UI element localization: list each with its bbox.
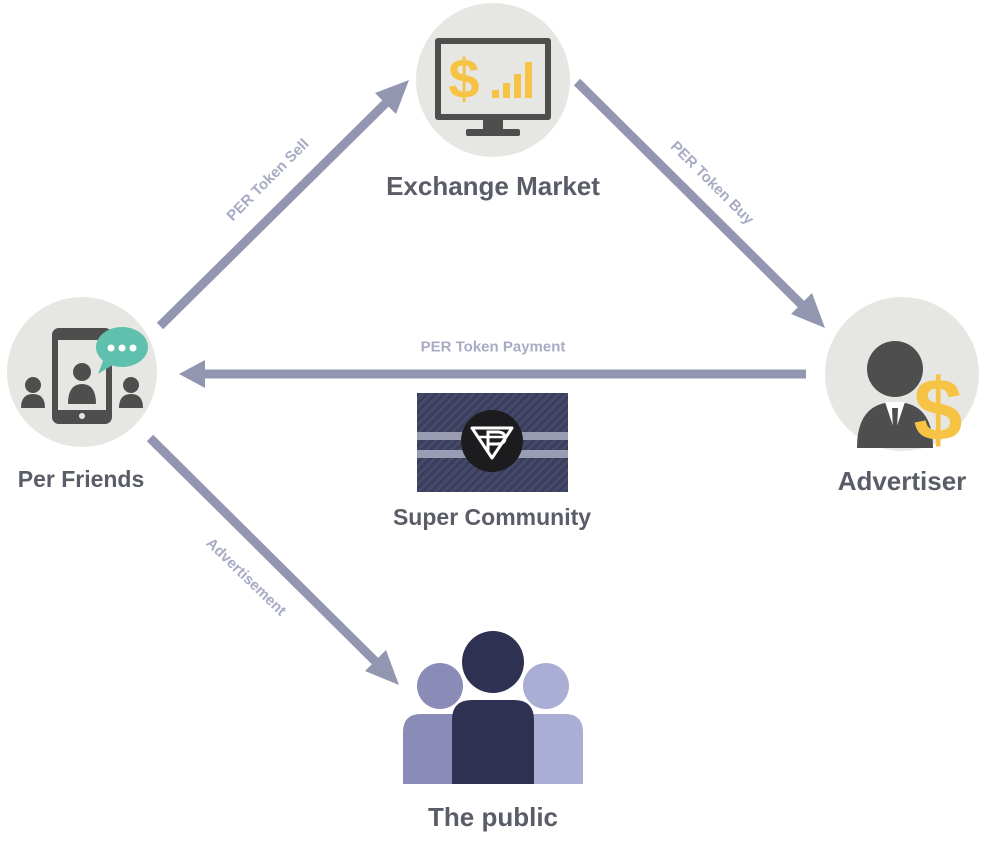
node-label-advertiser: Advertiser: [837, 466, 967, 496]
edge-label-token-payment: PER Token Payment: [420, 338, 566, 356]
diamond-p-logo: [417, 393, 568, 492]
node-label-exchange-market: Exchange Market: [386, 171, 600, 201]
arrow-token-sell: [156, 80, 409, 330]
arrow-token-payment: [179, 360, 806, 388]
monitor-dollar-chart-icon: $: [416, 3, 570, 157]
people-group-icon: [403, 631, 583, 784]
node-label-the-public: The public: [428, 802, 558, 832]
svg-text:$: $: [914, 360, 963, 459]
svg-text:$: $: [448, 47, 479, 110]
arrow-token-buy: [573, 78, 825, 328]
arrow-advertisement: [146, 434, 399, 685]
node-label-per-friends: Per Friends: [17, 466, 145, 492]
node-label-super-community: Super Community: [392, 504, 592, 530]
tablet-chat-people-icon: [7, 297, 157, 447]
businessman-dollar-icon: $: [825, 297, 979, 459]
